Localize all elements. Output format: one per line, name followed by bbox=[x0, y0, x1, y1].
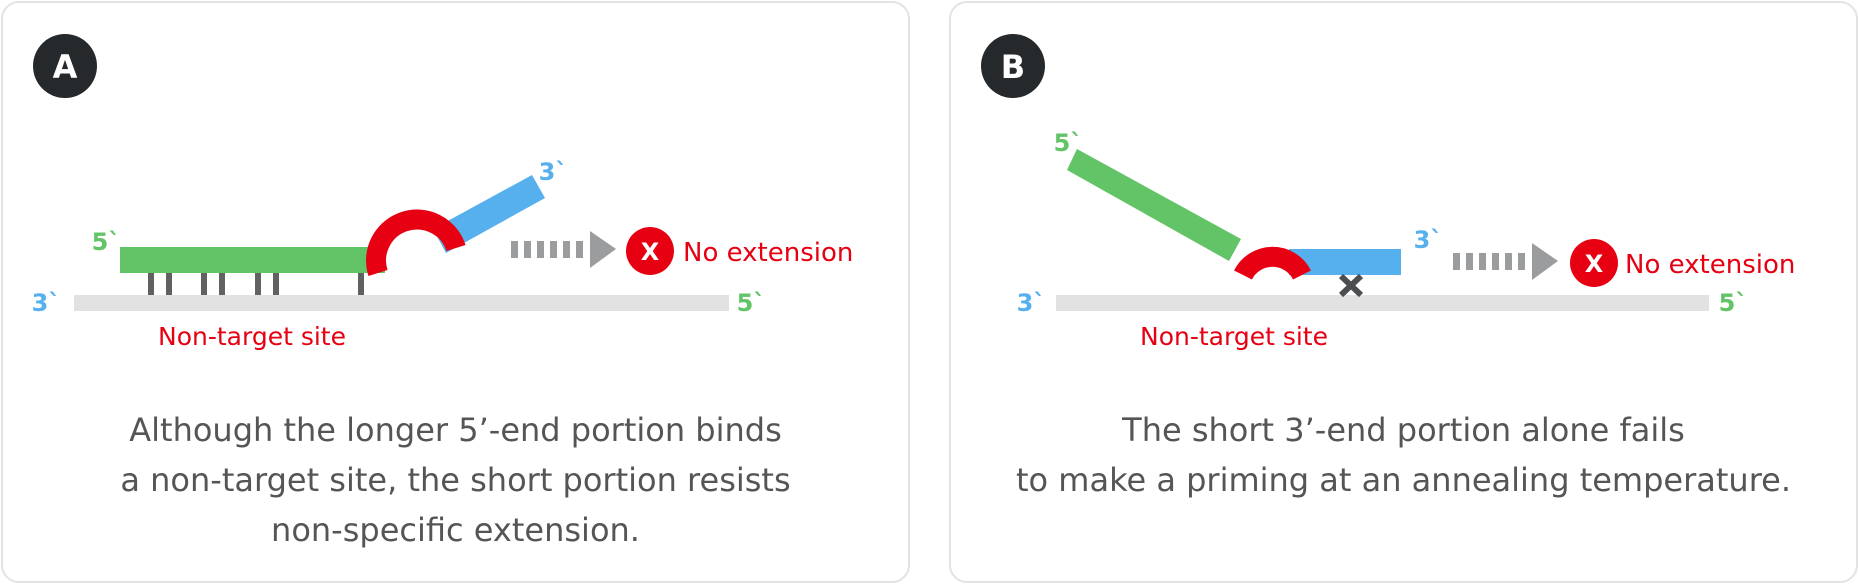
caption-a: Although the longer 5’-end portion binds… bbox=[3, 405, 908, 555]
svg-text:X: X bbox=[641, 238, 660, 266]
panel-badge: B bbox=[981, 34, 1045, 98]
svg-text:X: X bbox=[1585, 250, 1604, 278]
template-3prime-label: 3` bbox=[32, 289, 61, 317]
primer-5prime-segment bbox=[120, 247, 385, 273]
x-circle-icon bbox=[1570, 239, 1618, 287]
template-strand bbox=[1056, 295, 1709, 311]
non-target-site-label: Non-target site bbox=[1140, 322, 1328, 351]
caption-line: Although the longer 5’-end portion binds bbox=[129, 411, 782, 449]
primer-5prime-label: 5` bbox=[92, 228, 121, 256]
template-5prime-label: 5` bbox=[737, 289, 766, 317]
x-circle-icon bbox=[626, 227, 674, 275]
template-strand bbox=[74, 295, 729, 311]
no-extension-label: No extension bbox=[683, 238, 853, 268]
caption-line: a non-target site, the short portion res… bbox=[120, 461, 791, 499]
diagram-b: B 3` 5` 5` 3` X bbox=[981, 34, 1795, 351]
caption-line: The short 3’-end portion alone fails bbox=[1122, 411, 1685, 449]
template-5prime-label: 5` bbox=[1719, 289, 1748, 317]
no-binding-cross-icon bbox=[1338, 273, 1364, 298]
red-linker-arc bbox=[366, 209, 466, 277]
panel-b: B 3` 5` 5` 3` X bbox=[949, 1, 1858, 583]
primer-3prime-segment bbox=[433, 175, 545, 253]
template-3prime-label: 3` bbox=[1017, 289, 1046, 317]
primer-5prime-label: 5` bbox=[1054, 129, 1083, 157]
no-extension-label: No extension bbox=[1625, 250, 1795, 280]
svg-text:B: B bbox=[1001, 48, 1025, 86]
no-extension-marker: X bbox=[1570, 239, 1618, 287]
panel-badge: A bbox=[33, 34, 97, 98]
svg-text:A: A bbox=[53, 48, 78, 86]
primer-5prime-segment bbox=[1067, 149, 1241, 261]
caption-line: to make a priming at an annealing temper… bbox=[1015, 461, 1791, 499]
red-linker-arc bbox=[1234, 246, 1311, 281]
no-extension-marker: X bbox=[626, 227, 674, 275]
dashed-arrow-icon bbox=[511, 231, 616, 268]
panel-a: A 3` 5` 5` 3` bbox=[1, 1, 910, 583]
non-target-site-label: Non-target site bbox=[158, 322, 346, 351]
primer-3prime-label: 3` bbox=[1414, 226, 1443, 254]
caption-line: non-specific extension. bbox=[271, 511, 640, 549]
base-pair-ticks bbox=[148, 273, 364, 295]
caption-b: The short 3’-end portion alone fails to … bbox=[951, 405, 1856, 505]
primer-3prime-label: 3` bbox=[539, 158, 568, 186]
dashed-arrow-icon bbox=[1453, 243, 1558, 280]
diagram-a: A 3` 5` 5` 3` bbox=[32, 34, 853, 351]
